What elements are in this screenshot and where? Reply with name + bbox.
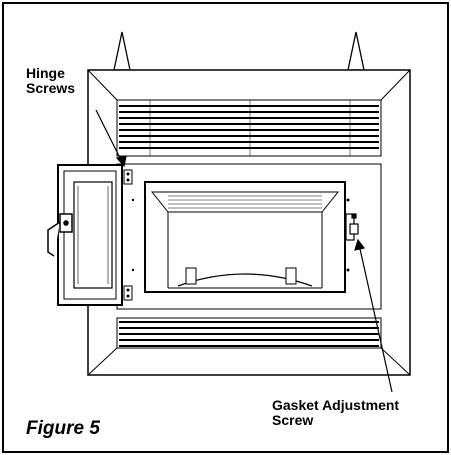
door-handle <box>47 213 73 257</box>
hinge-screws-leader <box>95 109 127 168</box>
open-door <box>57 164 123 306</box>
left-vent-fin <box>113 31 131 71</box>
figure-caption: Figure 5 <box>26 418 100 439</box>
hinge-label-line1: Hinge <box>26 65 65 81</box>
hinge-screws-label: Hinge Screws <box>26 66 75 96</box>
gasket-screw-leader <box>354 238 393 393</box>
gasket-adjustment-screw <box>345 213 359 241</box>
hinge-label-line2: Screws <box>26 80 76 96</box>
gasket-label-line1: Gasket Adjustment <box>272 397 400 413</box>
firebox-opening <box>144 181 346 293</box>
lower-louver-panel <box>116 317 382 349</box>
right-vent-fin <box>347 31 365 71</box>
gasket-screw-label: Gasket Adjustment Screw <box>272 398 399 428</box>
hinge-screws <box>123 169 133 301</box>
gasket-label-line2: Screw <box>272 412 314 428</box>
upper-louver-panel <box>116 99 382 157</box>
